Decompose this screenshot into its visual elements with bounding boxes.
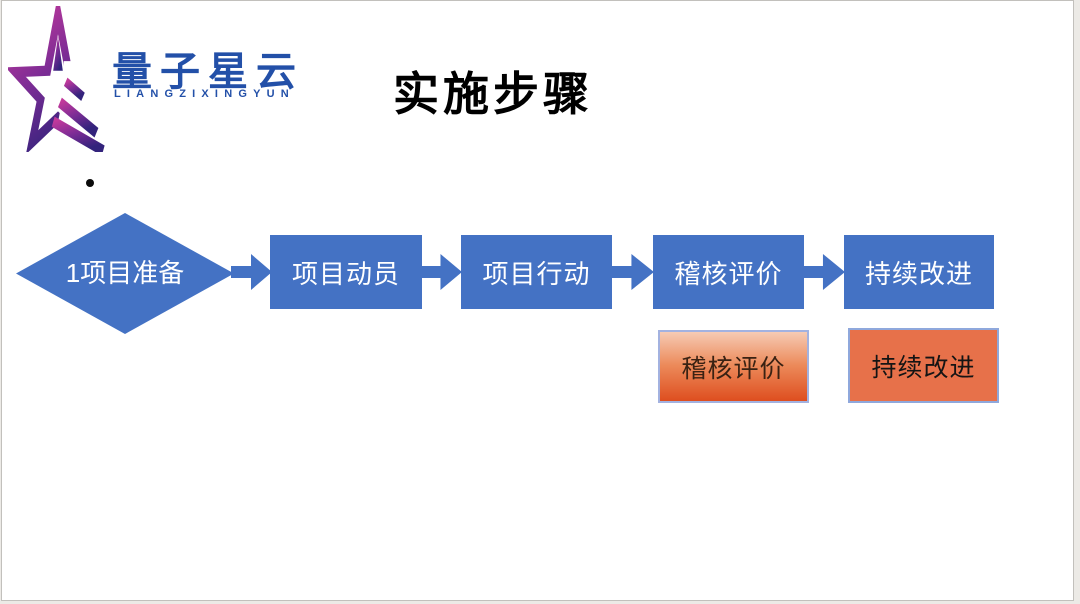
flow-step-action: 项目行动	[461, 235, 612, 309]
bullet-dot-icon	[86, 179, 94, 187]
flow-step-mobilization: 项目动员	[270, 235, 422, 309]
flow-step-audit: 稽核评价	[653, 235, 804, 309]
flow-start-label: 1项目准备	[65, 258, 185, 289]
brand-name: 量子星云	[112, 50, 304, 94]
page-title: 实施步骤	[393, 68, 593, 120]
callout-audit: 稽核评价	[658, 330, 809, 403]
flow-arrow-icon	[420, 253, 463, 291]
flow-arrow-icon	[231, 253, 273, 291]
brand-latin: LIANGZIXINGYUN	[114, 88, 295, 100]
flow-start-diamond: 1项目准备	[16, 213, 234, 334]
brand-star-icon	[8, 6, 108, 152]
callout-improve: 持续改进	[848, 328, 999, 403]
flow-arrow-icon	[802, 253, 846, 291]
flow-step-improve: 持续改进	[844, 235, 994, 309]
flow-arrow-icon	[610, 253, 655, 291]
